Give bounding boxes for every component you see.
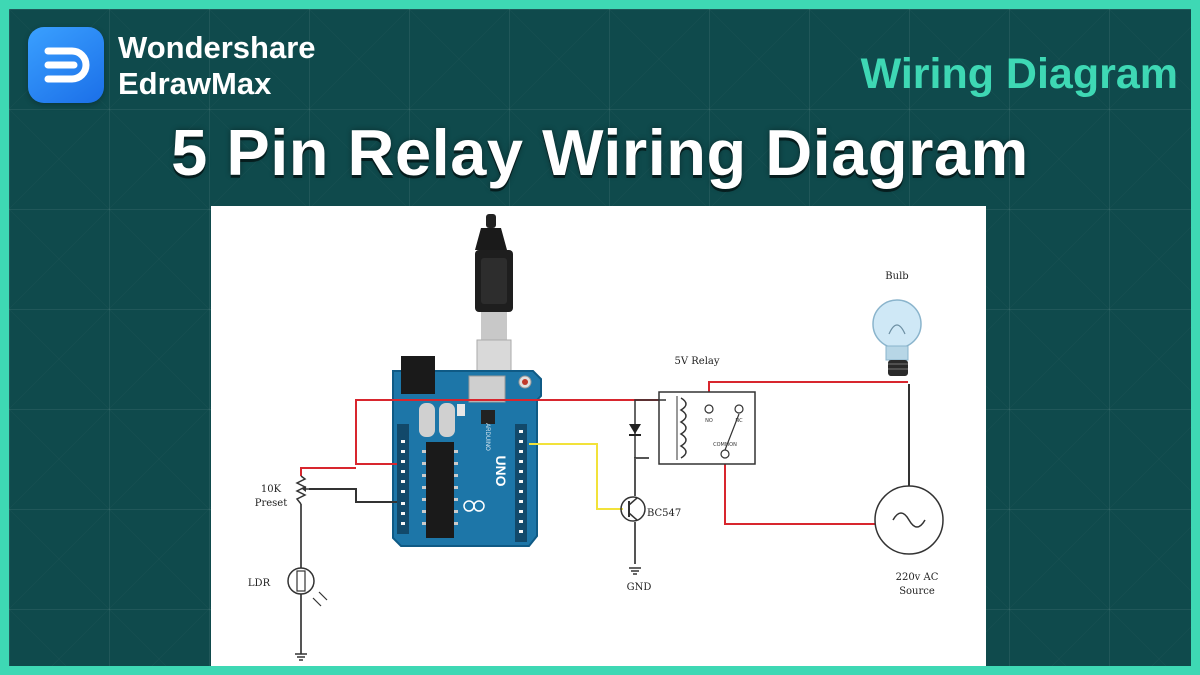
transistor-label: BC547: [647, 508, 681, 519]
preset-label-line1: 10K: [261, 484, 282, 495]
relay-label: 5V Relay: [674, 356, 719, 367]
relay-no-label: NO: [705, 418, 713, 424]
diagram-canvas: UNO ARDUINO: [211, 206, 986, 666]
board-brand-label: ARDUINO: [484, 423, 490, 451]
preset-potentiometer: [295, 475, 315, 505]
wire-preset-top: [300, 467, 356, 476]
flyback-diode: [629, 399, 666, 458]
ldr-label: LDR: [248, 578, 271, 589]
brand-line-1: Wondershare: [118, 30, 316, 65]
usb-cable: [475, 214, 513, 393]
brand-line-2: EdrawMax: [118, 66, 272, 101]
wire-preset-wiper: [309, 488, 397, 503]
transistor-bc547: [620, 496, 646, 522]
wire-5v-bus: [355, 399, 666, 465]
wires: [300, 381, 910, 654]
brand-name: Wondershare EdrawMax: [118, 30, 316, 102]
atmega-chip: [426, 442, 454, 538]
relay-5v: NO NC COMMON: [658, 391, 756, 465]
wire-signal: [529, 443, 623, 510]
source-label-line1: 220v AC: [896, 572, 939, 583]
ldr-sensor: [287, 567, 328, 607]
wiring-diagram: UNO ARDUINO: [248, 214, 944, 661]
power-jack: [401, 356, 435, 394]
ground-symbol-transistor: [629, 567, 641, 575]
relay-common-label: COMMON: [713, 442, 737, 448]
gnd-label: GND: [627, 582, 652, 593]
analog-header: [397, 424, 409, 534]
bulb: [872, 299, 922, 376]
bulb-label: Bulb: [885, 271, 908, 282]
edrawmax-logo-icon: [28, 27, 104, 103]
ac-source: [874, 485, 944, 555]
board-model-label: UNO: [493, 455, 509, 486]
ground-symbol-ldr: [295, 653, 307, 661]
relay-nc-label: NC: [735, 418, 743, 424]
preset-label-line2: Preset: [255, 498, 288, 509]
source-label-line2: Source: [899, 586, 935, 597]
wire-relay-common-to-source: [724, 454, 879, 525]
wire-relay-coil-gnd: [634, 457, 649, 496]
page-title: 5 Pin Relay Wiring Diagram: [171, 116, 1029, 189]
category-tag: Wiring Diagram: [860, 50, 1178, 98]
reset-button: [522, 379, 528, 385]
arduino-board: UNO ARDUINO: [392, 356, 542, 547]
